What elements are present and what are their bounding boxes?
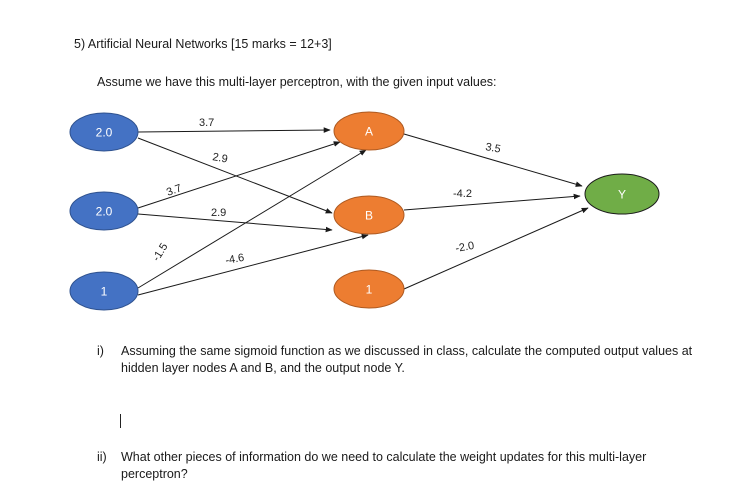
hidden-bias-node xyxy=(333,269,405,309)
hidden-bias-node-label: 1 xyxy=(366,283,373,297)
weight-b-y: -4.2 xyxy=(453,188,472,200)
hidden-node-a xyxy=(333,111,405,151)
hidden-node-a-label: A xyxy=(365,125,373,139)
edge-bias-b xyxy=(137,233,369,296)
input-node-1 xyxy=(69,112,139,152)
question-2-number: ii) xyxy=(97,450,107,464)
edge-b-y xyxy=(403,193,581,211)
weight-in2-a: 3.7 xyxy=(165,182,183,199)
weight-a-y: 3.5 xyxy=(484,141,501,155)
weight-in2-b: 2.9 xyxy=(211,207,226,219)
edge-bias-a xyxy=(137,149,367,289)
edge-a-y xyxy=(403,133,583,187)
edge-in2-a xyxy=(137,141,341,209)
input-bias-node xyxy=(69,271,139,311)
output-node-y xyxy=(584,173,660,215)
weight-bias-a: -1.5 xyxy=(150,241,170,263)
edge-in1-b xyxy=(137,137,333,214)
weight-hbias-y: -2.0 xyxy=(454,240,475,255)
text-cursor xyxy=(120,414,121,428)
question-2-text: What other pieces of information do we n… xyxy=(121,450,647,481)
input-node-1-label: 2.0 xyxy=(96,126,113,140)
input-bias-node-label: 1 xyxy=(101,285,108,299)
weight-in1-b: 2.9 xyxy=(211,151,228,165)
question-1-number: i) xyxy=(97,344,104,358)
output-node-y-label: Y xyxy=(618,188,626,202)
hidden-node-b xyxy=(333,195,405,235)
edge-hbias-y xyxy=(403,207,589,290)
question-1-text: Assuming the same sigmoid function as we… xyxy=(121,344,693,375)
input-node-2 xyxy=(69,191,139,231)
weight-bias-b: -4.6 xyxy=(224,252,245,267)
edge-in1-a xyxy=(137,127,331,133)
weight-in1-a: 3.7 xyxy=(199,117,214,129)
input-node-2-label: 2.0 xyxy=(96,205,113,219)
hidden-node-b-label: B xyxy=(365,209,373,223)
edge-in2-b xyxy=(137,213,333,233)
question-intro: Assume we have this multi-layer perceptr… xyxy=(97,75,497,89)
question-heading: 5) Artificial Neural Networks [15 marks … xyxy=(74,37,332,51)
